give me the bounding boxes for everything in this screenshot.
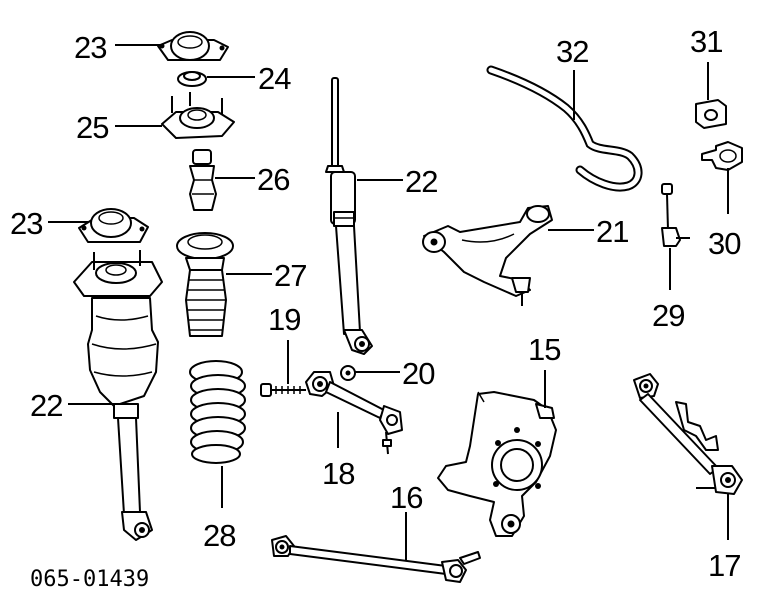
part-15-steering-knuckle [437,391,557,537]
callout-30: 30 [708,226,741,261]
part-26-bump-stop [189,149,217,211]
part-29-stabilizer-link [661,183,690,247]
callout-32: 32 [556,34,588,69]
callout-29: 29 [652,298,684,333]
callout-28: 28 [203,518,235,553]
callout-16: 16 [390,480,422,515]
callout-20: 20 [402,356,435,391]
part-30-bushing-bracket [701,141,743,171]
callout-25: 25 [76,110,108,145]
part-22-shock-absorber [325,77,373,355]
callout-22-center: 22 [405,164,437,199]
part-23-upper-support-lower [78,208,149,243]
part-25-support-plate [161,92,235,139]
part-22-air-strut-left [73,250,163,541]
callout-18: 18 [322,456,354,491]
part-27-dust-boot [176,232,234,337]
part-16-lateral-control-rod [271,535,481,583]
callout-22-left: 22 [30,388,62,423]
part-31-stabilizer-bushing [695,99,727,129]
callout-15: 15 [528,332,560,367]
part-20-nut [340,365,356,381]
callout-24: 24 [258,61,291,96]
part-21-lower-control-arm [422,205,553,306]
part-28-coil-spring [189,360,246,464]
part-32-stabilizer-bar [486,65,643,192]
callout-19: 19 [268,302,300,337]
callout-27: 27 [274,258,306,293]
part-24-washer [177,71,207,87]
part-23-upper-support-top [157,31,229,61]
callout-17: 17 [708,548,740,583]
callout-26: 26 [257,162,289,197]
callout-23-lower: 23 [10,206,42,241]
callout-23-top: 23 [74,30,106,65]
part-18-toe-control-rod [305,371,403,455]
diagram-reference-code: 065-01439 [30,567,149,592]
part-17-upper-control-arm [633,373,743,495]
callout-31: 31 [690,24,722,59]
part-19-bolt [260,383,306,397]
callout-21: 21 [596,214,628,249]
